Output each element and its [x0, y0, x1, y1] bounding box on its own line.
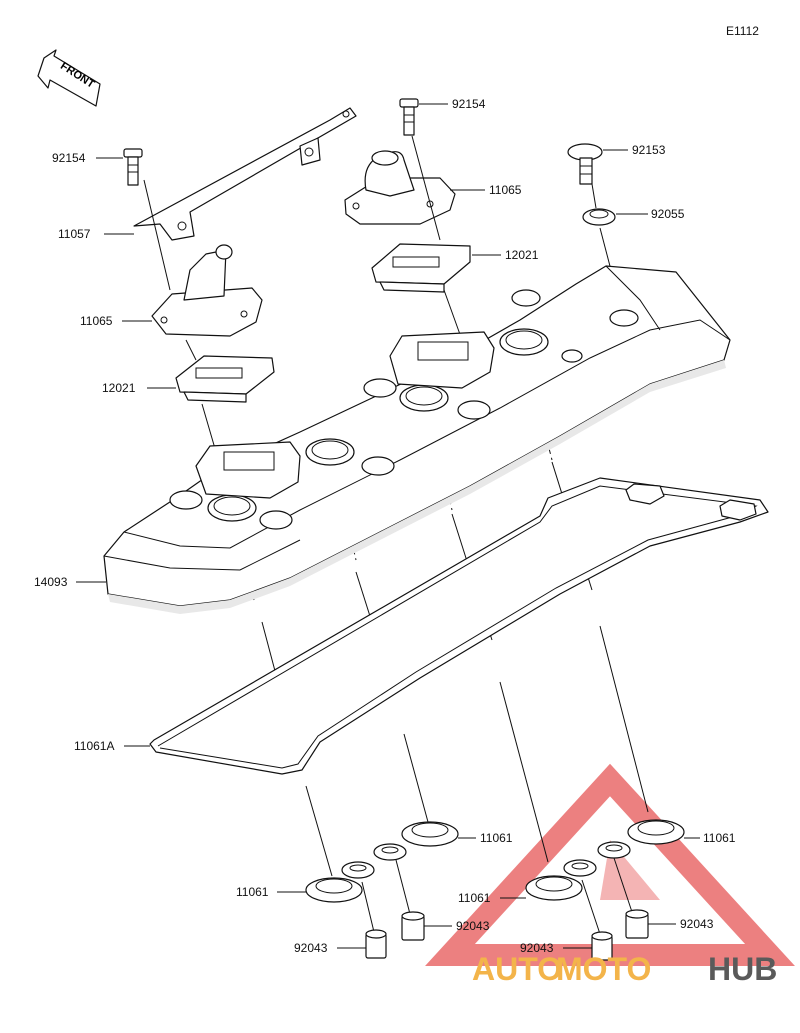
cylinder-head-cover-14093: [103, 265, 731, 614]
reed-valve-12021-left: [175, 355, 275, 403]
watermark-hub: HUB: [708, 951, 777, 987]
watermark-text: AUTO MOTO HUB: [472, 951, 777, 987]
diagram-code: E1112: [726, 24, 759, 38]
label-11061-2: 11061: [480, 831, 513, 845]
watermark-moto: MOTO: [556, 951, 651, 987]
label-12021-right: 12021: [505, 248, 539, 262]
label-11065-right: 11065: [489, 183, 522, 197]
bolt-92154-left: [123, 148, 143, 186]
label-92153: 92153: [632, 143, 666, 157]
label-11065-left: 11065: [80, 314, 113, 328]
front-arrow-icon: FRONT: [37, 49, 101, 107]
label-11061-3: 11061: [458, 891, 491, 905]
label-92043-2: 92043: [456, 919, 490, 933]
collar-92043-2: [401, 911, 425, 941]
bolt-92153: [567, 143, 603, 185]
breather-cover-11065-left: [151, 244, 263, 337]
reed-valve-12021-right: [371, 243, 471, 293]
breather-cover-11065-right: [344, 150, 456, 225]
watermark-auto: AUTO: [472, 951, 562, 987]
label-92154-right: 92154: [452, 97, 486, 111]
label-92055: 92055: [651, 207, 685, 221]
plug-gasket-11061-3: [525, 859, 597, 901]
label-92043-3: 92043: [520, 941, 554, 955]
plug-gasket-11061-4: [597, 819, 685, 859]
head-cover-gasket-11061a: [149, 477, 769, 775]
collar-92043-4: [625, 909, 649, 939]
bolt-92154-right: [399, 98, 419, 136]
label-11061-1: 11061: [236, 885, 269, 899]
label-11061-4: 11061: [703, 831, 736, 845]
watermark-logo: [425, 763, 795, 966]
collar-92043-1: [365, 929, 387, 959]
label-92043-4: 92043: [680, 917, 714, 931]
plug-gasket-11061-1: [305, 861, 375, 903]
label-11057: 11057: [58, 227, 91, 241]
label-92154-left: 92154: [52, 151, 86, 165]
label-11061a: 11061A: [74, 739, 114, 753]
label-12021-left: 12021: [102, 381, 136, 395]
plate-11057: [133, 107, 357, 241]
label-14093: 14093: [34, 575, 68, 589]
label-92043-1: 92043: [294, 941, 328, 955]
collar-92043-3: [591, 931, 613, 961]
plug-gasket-11061-2: [373, 821, 459, 861]
grommet-92055: [582, 208, 616, 226]
